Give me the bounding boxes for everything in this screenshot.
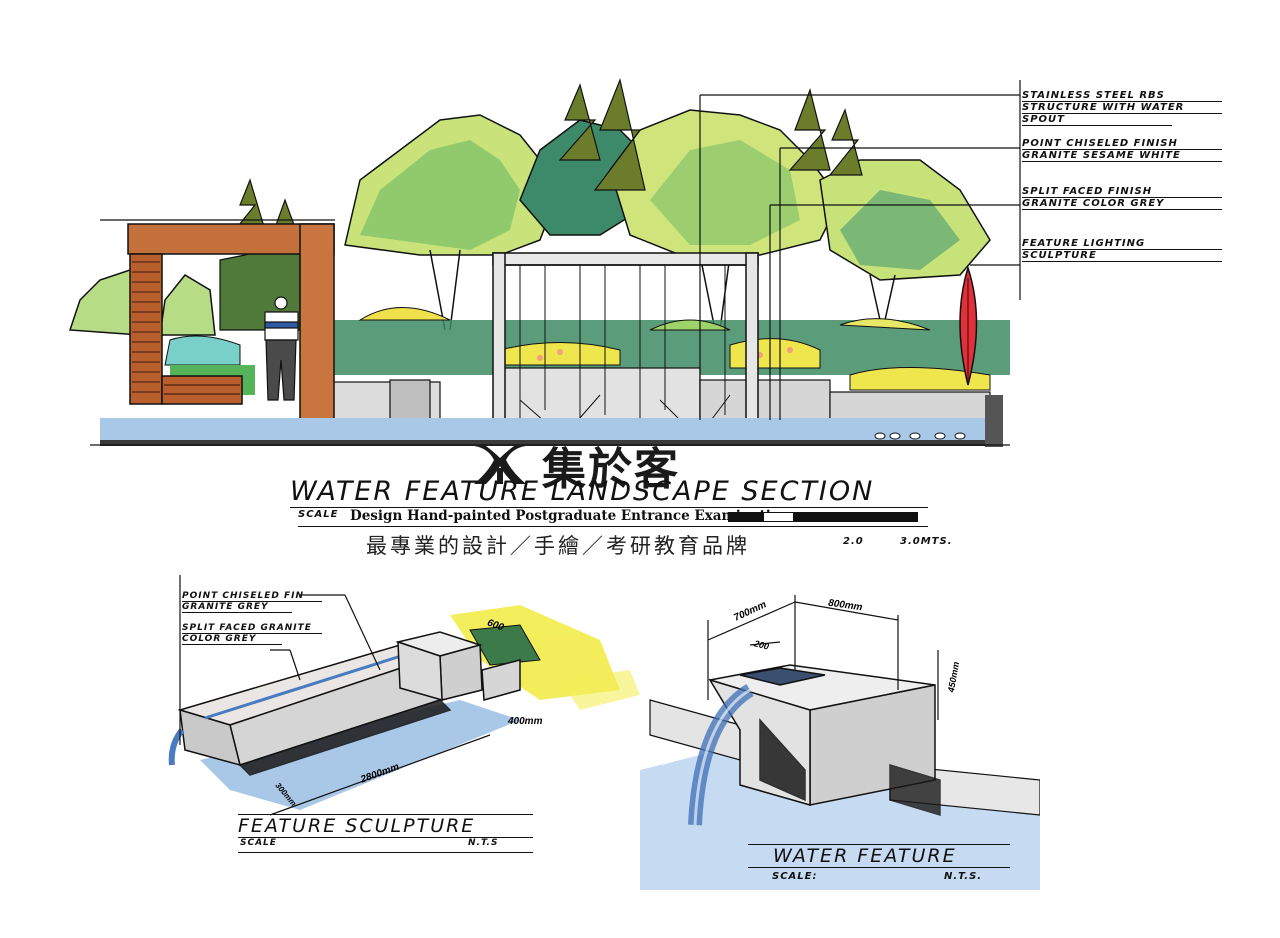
sculpture-dim-height: 400mm: [508, 716, 543, 727]
water-feature-scale-value: N.T.S.: [944, 871, 983, 882]
callout-stainless-line1: STAINLESS STEEL RBS: [1022, 90, 1222, 102]
callout-stainless-line3: SPOUT: [1022, 114, 1172, 126]
feature-sculpture-drawing: [0, 560, 660, 860]
water-feature-illustration: [640, 595, 1040, 890]
callout-stainless-line2: STRUCTURE WITH WATER: [1022, 102, 1222, 114]
section-scale-label: SCALE: [298, 509, 339, 520]
callout-point-chiseled-line2: GRANITE SESAME WHITE: [1022, 150, 1222, 162]
watermark-slogan: 最專業的設計／手繪／考研教育品牌: [366, 530, 750, 560]
sculpture-title: FEATURE SCULPTURE: [238, 815, 476, 837]
water-feature-title: WATER FEATURE: [773, 845, 957, 867]
scale-tick-2: 2.0: [843, 536, 864, 547]
callout-split-faced-line2: GRANITE COLOR GREY: [1022, 198, 1222, 210]
scale-tick-3: 3.0MTS.: [900, 536, 953, 547]
section-title: WATER FEATURE LANDSCAPE SECTION: [290, 476, 875, 507]
callout-leaders: [90, 80, 1021, 446]
section-callouts: STAINLESS STEEL RBS STRUCTURE WITH WATER…: [1022, 90, 1222, 262]
watermark-logo: 集於客: [470, 440, 680, 495]
watermark-tagline-en: Design Hand-painted Postgraduate Entranc…: [350, 508, 790, 524]
slogan-cn: 最專業的設計／手繪／考研教育品牌: [366, 534, 750, 558]
section-title-block: WATER FEATURE LANDSCAPE SECTION: [290, 476, 930, 508]
conifer-trees: [219, 77, 863, 331]
callout-split-faced-line1: SPLIT FACED FINISH: [1022, 186, 1222, 198]
landscape-section-drawing: [68, 77, 1021, 447]
sculpture-title-block: FEATURE SCULPTURE SCALE N.T.S: [238, 814, 533, 853]
sculpture-illustration: [168, 575, 640, 816]
logo-mark-icon: [474, 446, 526, 484]
timber-pergola: [127, 223, 335, 445]
water-feature-drawing: [640, 590, 1040, 890]
sculpture-callout-2-line2: COLOR GREY: [182, 634, 282, 645]
sculpture-callouts: POINT CHISELED FIN GRANITE GREY SPLIT FA…: [182, 591, 322, 645]
dimension-lines: [707, 595, 939, 720]
planting-hatch: [469, 624, 541, 666]
person-figure: [264, 296, 299, 401]
granite-trough: [177, 644, 452, 776]
tree-canopy-group: [68, 109, 991, 336]
callout-lighting-line1: FEATURE LIGHTING: [1022, 238, 1222, 250]
sculpture-scale-label: SCALE: [240, 838, 277, 848]
section-scale-row: SCALE Design Hand-painted Postgraduate E…: [298, 507, 928, 527]
pool-water: [100, 395, 1003, 447]
sculpture-leaders: [179, 575, 491, 816]
logo-text-cn: 集於客: [542, 444, 680, 495]
water-plane: [200, 700, 520, 810]
water-feature-title-block: WATER FEATURE SCALE: N.T.S.: [748, 844, 1010, 886]
callout-point-chiseled-line1: POINT CHISELED FINISH: [1022, 138, 1222, 150]
red-sculpture: [959, 265, 978, 386]
sculpture-callout-1-line1: POINT CHISELED FIN: [182, 591, 322, 602]
granite-block: [395, 631, 521, 702]
section-illustration: [68, 77, 1021, 447]
sculpture-scale-value: N.T.S: [468, 838, 499, 848]
water-feature-scale-label: SCALE:: [772, 871, 818, 882]
sculpture-callout-1-line2: GRANITE GREY: [182, 602, 292, 613]
scale-bar: [728, 512, 918, 522]
callout-lighting-line2: SCULPTURE: [1022, 250, 1222, 262]
sculpture-callout-2-line1: SPLIT FACED GRANITE: [182, 623, 322, 634]
